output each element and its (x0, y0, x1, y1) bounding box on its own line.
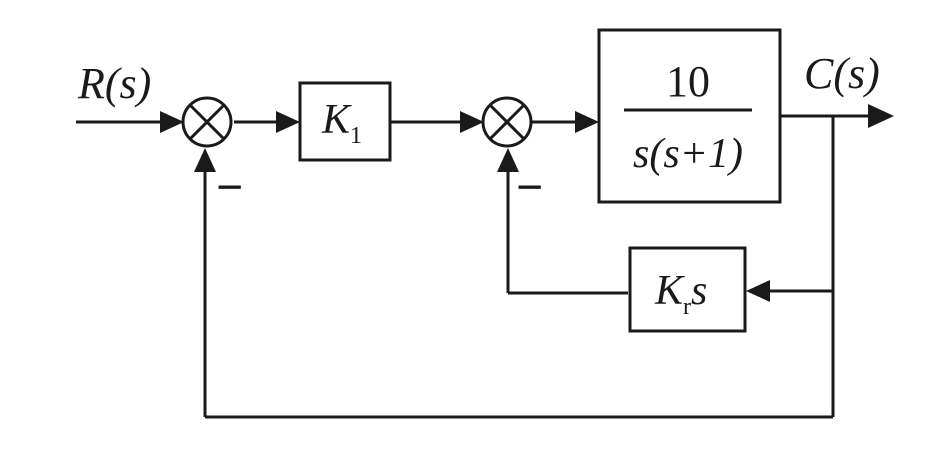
inner-negative-sign: − (516, 161, 543, 214)
rate-feedback-block (628, 246, 747, 333)
output-arrowhead (868, 104, 894, 128)
input-signal-label: R(s) (77, 59, 151, 108)
output-signal-label: C(s) (804, 49, 880, 98)
rate-feedback-variable: s (691, 268, 707, 314)
inner-summing-junction (481, 96, 533, 148)
gain-k1-subscript: 1 (350, 123, 362, 149)
input-arrowhead (160, 111, 184, 133)
k1-input-arrowhead (276, 111, 300, 133)
plant-denominator: s(s+1) (633, 131, 743, 177)
inner-feedback-arrowhead (497, 148, 519, 172)
outer-feedback-arrowhead (194, 148, 216, 172)
rate-feedback-symbol: K (654, 268, 685, 314)
rate-feedback-label: Krs (654, 268, 707, 320)
plant-numerator: 10 (666, 57, 710, 106)
plant-block (597, 28, 782, 204)
gain-k1-label: K1 (321, 97, 362, 149)
outer-summing-junction (181, 96, 233, 148)
rate-block-input-arrowhead (746, 280, 770, 302)
plant-input-arrowhead (575, 111, 599, 133)
gain-k1-block (298, 81, 392, 162)
rate-feedback-subscript: r (683, 294, 691, 320)
gain-k1-symbol: K (321, 97, 352, 143)
sum2-input-arrowhead (460, 111, 484, 133)
outer-negative-sign: − (216, 161, 243, 214)
